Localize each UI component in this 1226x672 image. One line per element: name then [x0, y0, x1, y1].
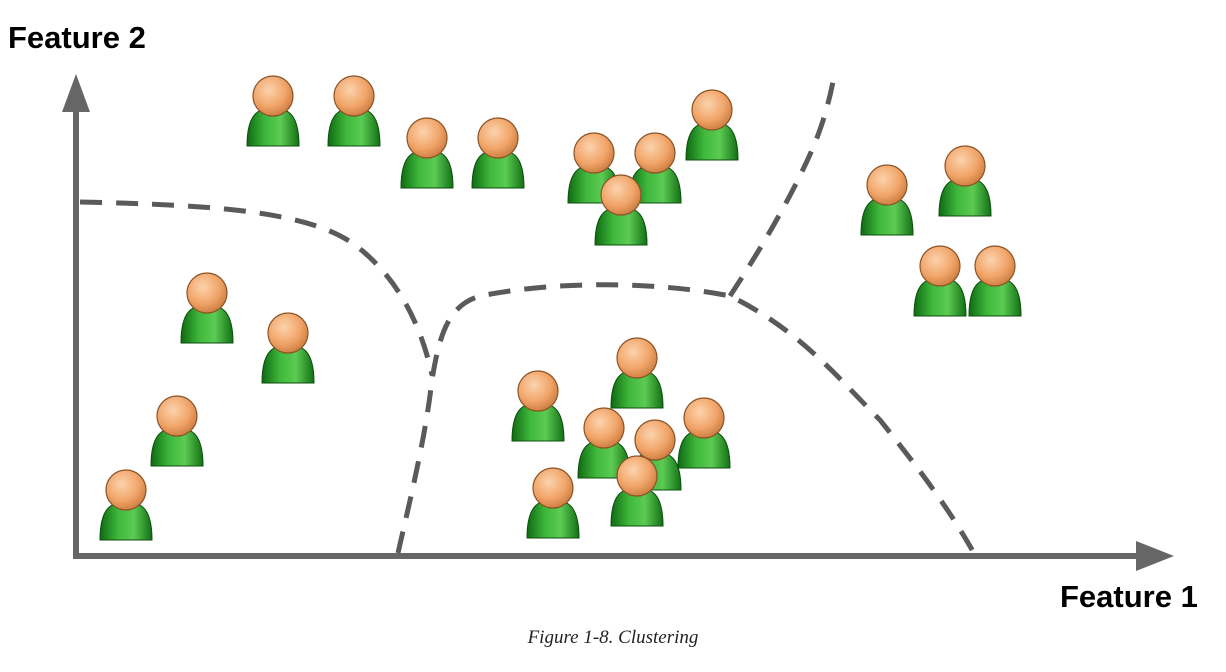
- person-icon: [99, 469, 153, 541]
- person-icon: [327, 75, 381, 147]
- cluster-boundaries: [79, 69, 978, 557]
- person-icon: [677, 397, 731, 469]
- x-axis-label: Feature 1: [1060, 579, 1198, 614]
- axes: [62, 74, 1174, 571]
- person-icon: [150, 395, 204, 467]
- boundary-bottom-cluster: [395, 282, 978, 557]
- person-icon: [913, 245, 967, 317]
- person-icon: [511, 370, 565, 442]
- person-icon: [610, 455, 664, 527]
- person-icon: [400, 117, 454, 189]
- person-icon: [860, 164, 914, 236]
- figure-caption: Figure 1-8. Clustering: [527, 627, 699, 648]
- x-axis-arrowhead: [1136, 541, 1174, 571]
- person-icon: [610, 337, 664, 409]
- person-icon: [594, 174, 648, 246]
- boundary-right-cluster: [727, 69, 838, 298]
- boundary-left-cluster: [79, 199, 435, 376]
- y-axis-arrowhead: [62, 74, 90, 112]
- y-axis-label: Feature 2: [8, 20, 146, 55]
- person-icon: [685, 89, 739, 161]
- person-icon: [471, 117, 525, 189]
- people-group: [99, 75, 1022, 541]
- person-icon: [180, 272, 234, 344]
- person-icon: [261, 312, 315, 384]
- person-icon: [246, 75, 300, 147]
- person-icon: [938, 145, 992, 217]
- person-icon: [968, 245, 1022, 317]
- person-icon: [526, 467, 580, 539]
